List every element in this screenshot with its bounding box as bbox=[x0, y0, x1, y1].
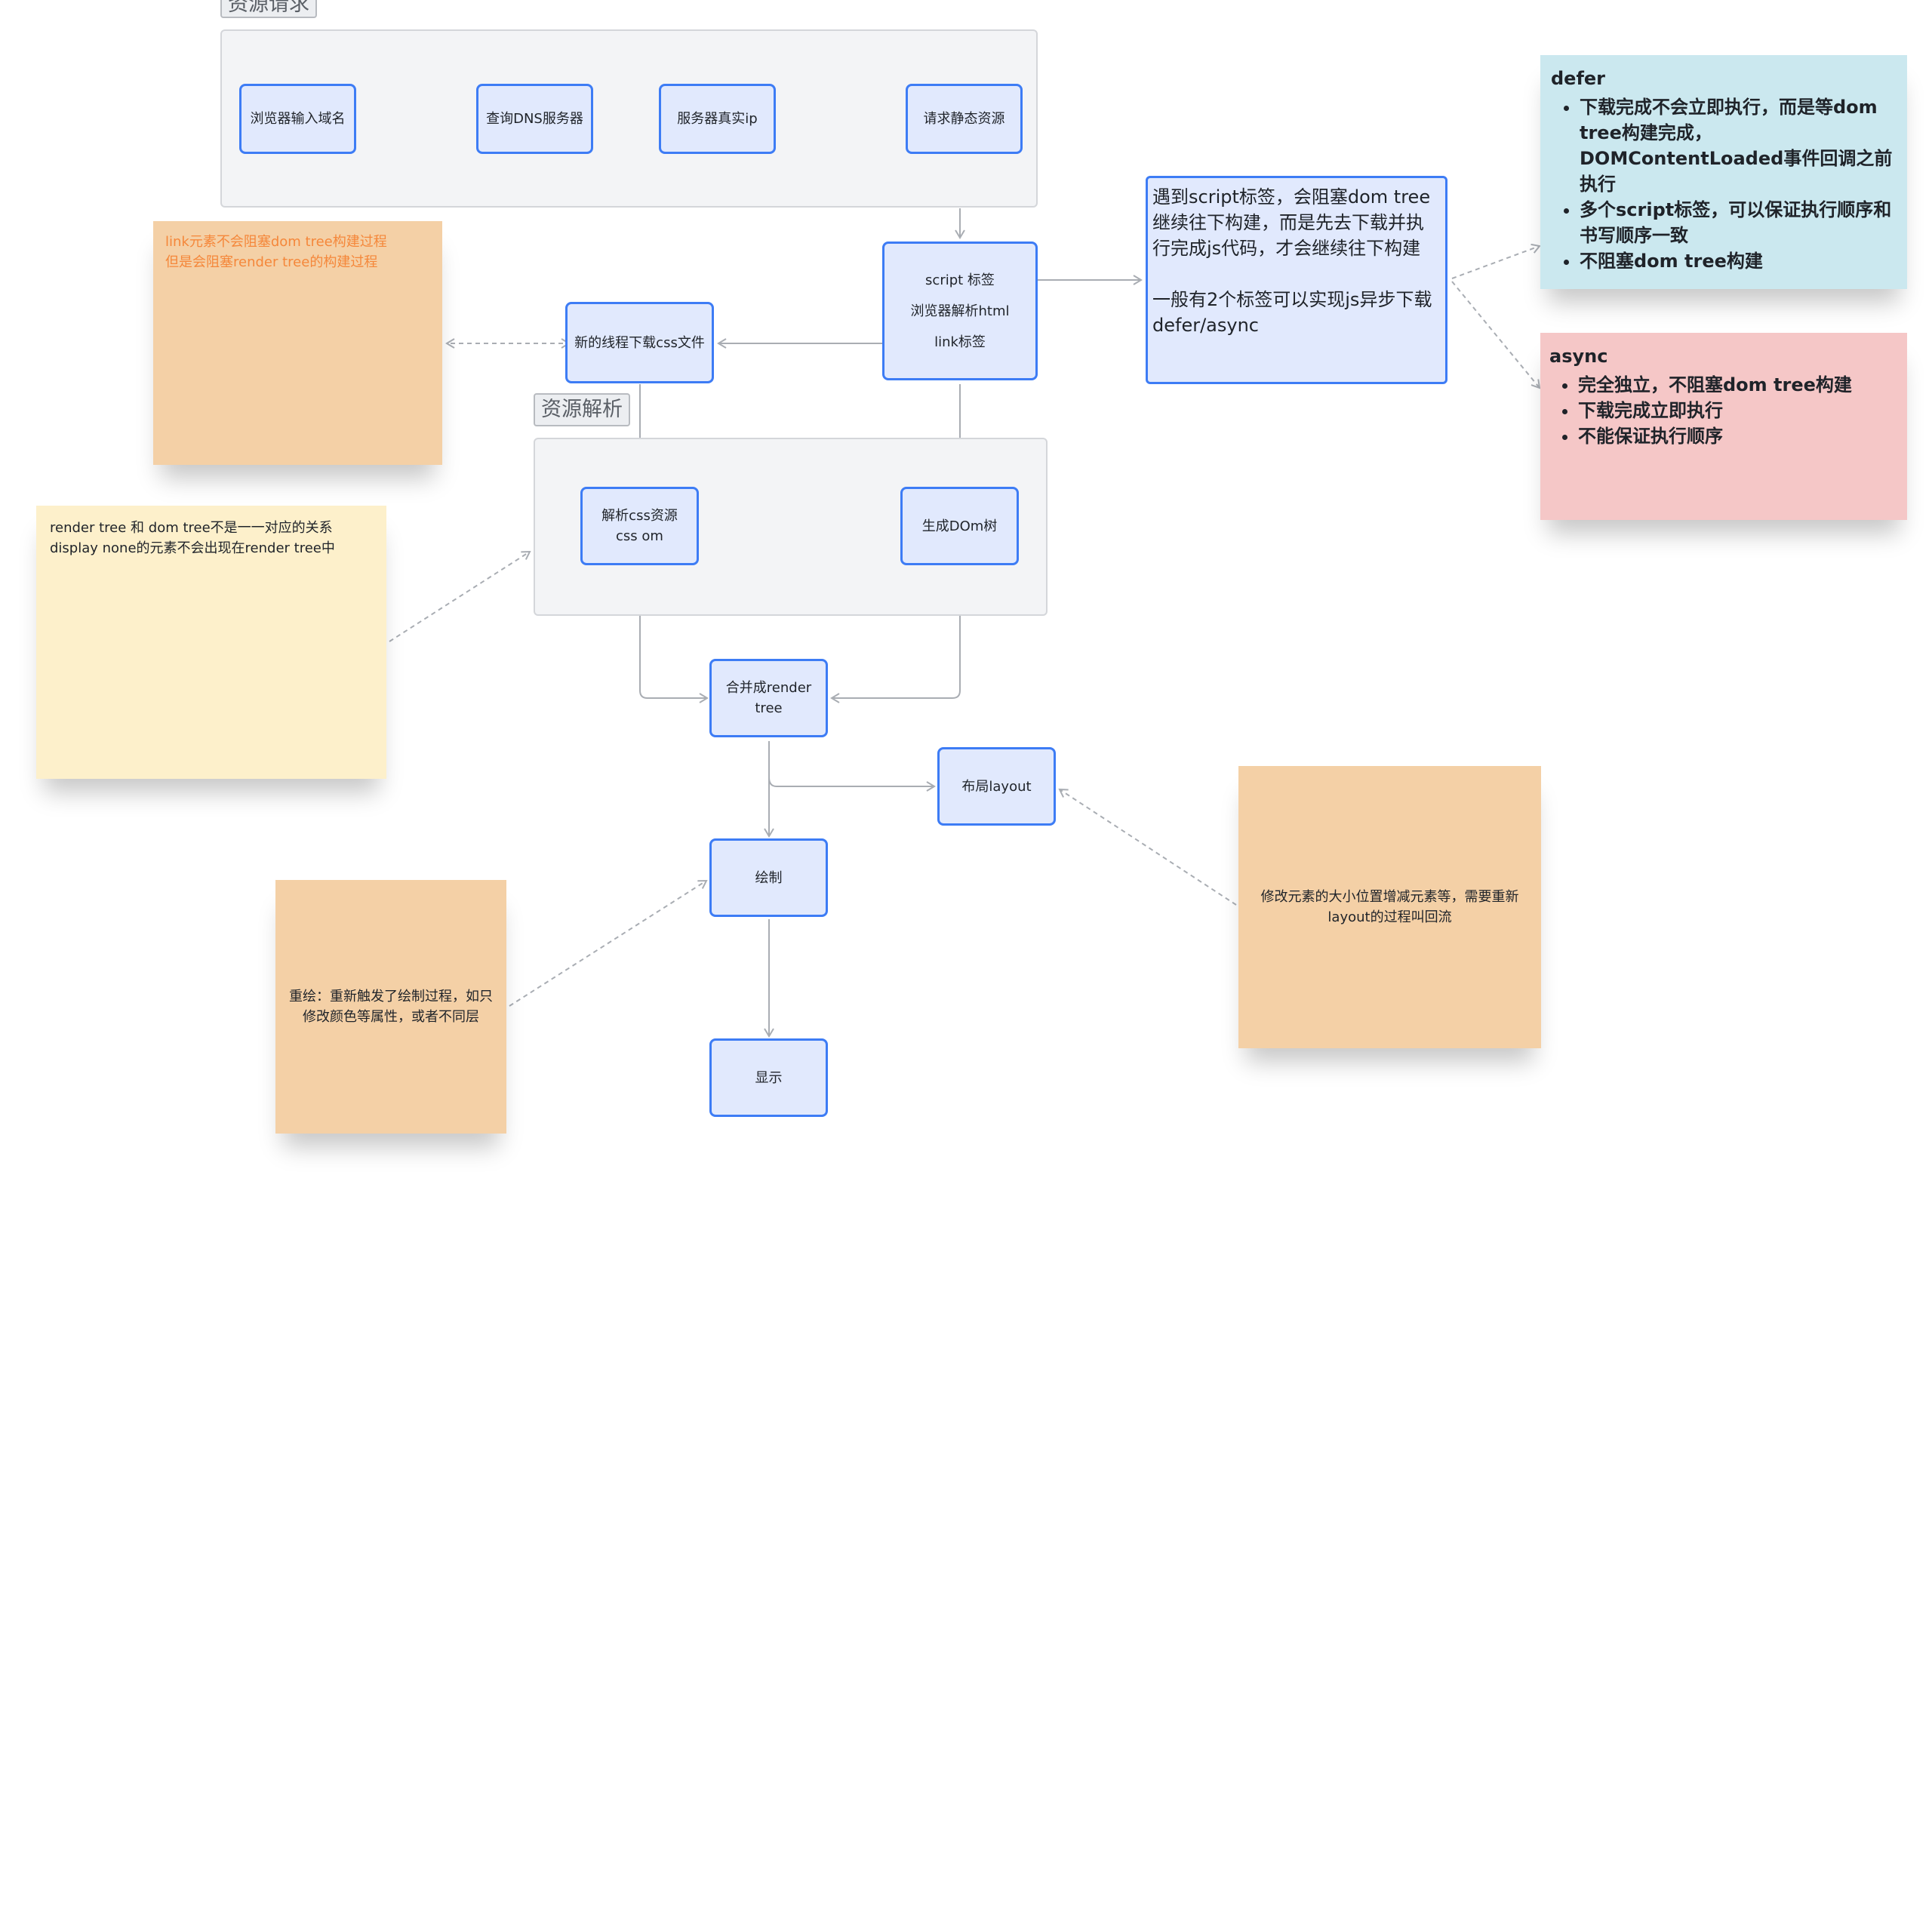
parse-group-label: 资源解析 bbox=[534, 393, 630, 426]
paint-node[interactable]: 绘制 bbox=[709, 838, 828, 917]
defer-sticky[interactable]: defer 下载完成不会立即执行，而是等dom tree构建完成，DOMCont… bbox=[1540, 55, 1907, 289]
request-group-label: 资源请求 bbox=[220, 0, 317, 18]
render-note-text: render tree 和 dom tree不是一一对应的关系 display … bbox=[50, 520, 335, 556]
css-download-node[interactable]: 新的线程下载css文件 bbox=[565, 302, 714, 383]
render-note-sticky[interactable]: render tree 和 dom tree不是一一对应的关系 display … bbox=[36, 506, 386, 779]
render-tree-node[interactable]: 合并成render tree bbox=[709, 659, 828, 737]
cssom-node[interactable]: 解析css资源 css om bbox=[580, 487, 699, 565]
repaint-note-text: 重绘：重新触发了绘制过程，如只修改颜色等属性，或者不同层 bbox=[289, 989, 493, 1025]
repaint-note-sticky[interactable]: 重绘：重新触发了绘制过程，如只修改颜色等属性，或者不同层 bbox=[275, 880, 506, 1134]
browser-input-node[interactable]: 浏览器输入域名 bbox=[239, 84, 356, 154]
script-tag-label: script 标签 bbox=[925, 272, 995, 288]
defer-item: 多个script标签，可以保证执行顺序和书写顺序一致 bbox=[1580, 197, 1897, 248]
async-sticky[interactable]: async 完全独立，不阻塞dom tree构建 下载完成立即执行 不能保证执行… bbox=[1540, 333, 1907, 520]
defer-title: defer bbox=[1551, 68, 1606, 89]
link-note-text: link元素不会阻塞dom tree构建过程 但是会阻塞render tree的… bbox=[165, 234, 387, 270]
dashed-reflow-layout bbox=[1058, 788, 1237, 906]
script-note-text: 遇到script标签，会阻塞dom tree继续往下构建，而是先去下载并执行完成… bbox=[1152, 186, 1432, 336]
script-note-box[interactable]: 遇到script标签，会阻塞dom tree继续往下构建，而是先去下载并执行完成… bbox=[1146, 176, 1447, 384]
browser-parse-label: 浏览器解析html bbox=[910, 303, 1010, 319]
reflow-note-text: 修改元素的大小位置增减元素等，需要重新layout的过程叫回流 bbox=[1260, 889, 1519, 925]
layout-node[interactable]: 布局layout bbox=[937, 747, 1056, 826]
dashed-note-async bbox=[1451, 281, 1541, 389]
defer-list: 下载完成不会立即执行，而是等dom tree构建完成，DOMContentLoa… bbox=[1551, 94, 1897, 274]
dashed-repaint-paint bbox=[509, 879, 708, 1007]
dns-node[interactable]: 查询DNS服务器 bbox=[476, 84, 593, 154]
defer-item: 不阻塞dom tree构建 bbox=[1580, 248, 1897, 274]
link-tag-label: link标签 bbox=[934, 334, 986, 350]
link-note-sticky[interactable]: link元素不会阻塞dom tree构建过程 但是会阻塞render tree的… bbox=[153, 221, 442, 465]
request-group bbox=[220, 29, 1038, 208]
async-item: 完全独立，不阻塞dom tree构建 bbox=[1578, 372, 1898, 398]
async-item: 下载完成立即执行 bbox=[1578, 398, 1898, 423]
parse-html-node[interactable]: script 标签 浏览器解析html link标签 bbox=[882, 242, 1038, 380]
arrow-cssom-render bbox=[639, 568, 709, 703]
arrow-render-layout bbox=[768, 777, 936, 792]
async-title: async bbox=[1549, 346, 1608, 367]
static-resource-node[interactable]: 请求静态资源 bbox=[906, 84, 1023, 154]
dashed-rendernote-parse bbox=[389, 550, 531, 642]
dom-tree-node[interactable]: 生成DOm树 bbox=[900, 487, 1019, 565]
reflow-note-sticky[interactable]: 修改元素的大小位置增减元素等，需要重新layout的过程叫回流 bbox=[1238, 766, 1541, 1048]
real-ip-node[interactable]: 服务器真实ip bbox=[659, 84, 776, 154]
display-node[interactable]: 显示 bbox=[709, 1038, 828, 1117]
arrow-dom-render bbox=[830, 568, 961, 703]
dashed-note-defer bbox=[1451, 243, 1541, 279]
async-item: 不能保证执行顺序 bbox=[1578, 423, 1898, 449]
defer-item: 下载完成不会立即执行，而是等dom tree构建完成，DOMContentLoa… bbox=[1580, 94, 1897, 197]
async-list: 完全独立，不阻塞dom tree构建 下载完成立即执行 不能保证执行顺序 bbox=[1549, 372, 1898, 449]
